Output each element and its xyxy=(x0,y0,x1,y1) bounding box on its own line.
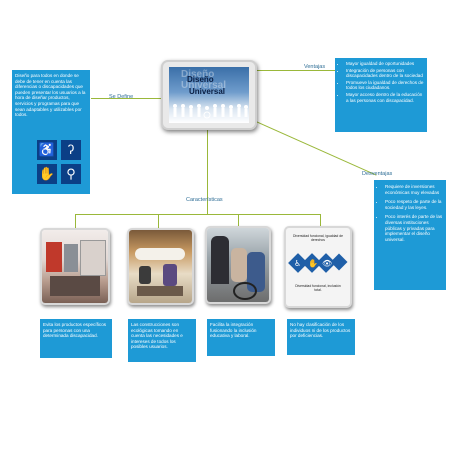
connector-define xyxy=(91,98,161,99)
svg-text:👁: 👁 xyxy=(322,259,332,268)
connector-branch-1 xyxy=(75,214,76,228)
caracteristica-text-4: No hay clasificación de los individuos n… xyxy=(290,322,351,339)
connector-caracteristicas-bar xyxy=(75,214,320,215)
definition-text: Diseño para todos en donde se debe de te… xyxy=(15,73,86,118)
caracteristica-box-1: Evita los productos específicos para per… xyxy=(40,319,112,358)
ventajas-item: Integración de personas con discapacidad… xyxy=(346,68,424,79)
poster-diamond-icons: ♿ ✋ 👁 xyxy=(288,253,348,273)
central-title-line2: Universal xyxy=(189,87,226,96)
ventajas-list: Mayor igualdad de oportunidades Integrac… xyxy=(339,61,424,103)
connector-branch-4 xyxy=(320,214,321,228)
label-se-define: Se Define xyxy=(109,94,134,100)
label-desventajas: Desventajas xyxy=(362,171,393,177)
desventajas-item: Poco respeto de parte de la sociedad y l… xyxy=(385,199,443,210)
ventajas-item: Mayor acceso dentro de la educación a la… xyxy=(346,92,424,103)
svg-text:✋: ✋ xyxy=(308,258,318,268)
caracteristica-box-4: No hay clasificación de los individuos n… xyxy=(287,319,355,355)
connector-branch-3 xyxy=(238,214,239,228)
ventajas-box: Mayor igualdad de oportunidades Integrac… xyxy=(335,58,427,132)
accessibility-icons: ♿ ʔ ✋ ⚲ xyxy=(37,140,81,184)
desventajas-list: Requiere de inversiones económicas muy e… xyxy=(378,184,443,242)
central-title-line1: Diseño xyxy=(187,75,214,84)
connector-ventajas xyxy=(257,70,342,71)
connector-branch-2 xyxy=(158,214,159,228)
label-caracteristicas: Características xyxy=(186,197,223,203)
svg-text:♿: ♿ xyxy=(294,259,301,268)
blind-walking-icon: ⚲ xyxy=(61,164,81,184)
label-ventajas: Ventajas xyxy=(304,64,326,70)
photo-accessible-room xyxy=(127,228,194,305)
ventajas-item: Mayor igualdad de oportunidades xyxy=(346,61,424,67)
poster-top-text: Diversidad funcional, igualdad de derech… xyxy=(293,234,343,242)
connector-caracteristicas-trunk xyxy=(207,130,208,214)
caracteristica-text-1: Evita los productos específicos para per… xyxy=(43,322,107,339)
central-watermark: Diseño Universal xyxy=(181,69,227,91)
central-node: Diseño Universal Diseño Universal xyxy=(161,60,257,130)
caracteristica-box-2: Las construcciones son ecológicas tomand… xyxy=(128,319,196,362)
desventajas-item: Requiere de inversiones económicas muy e… xyxy=(385,184,443,195)
ventajas-item: Promueve la igualdad de derechos de todo… xyxy=(346,80,424,91)
hearing-icon: ʔ xyxy=(61,140,81,160)
central-image: Diseño Universal Diseño Universal xyxy=(169,67,249,123)
caracteristica-text-3: Facilita la integración fusionando la in… xyxy=(210,322,257,339)
desventajas-item: Poco interés de parte de las diversas in… xyxy=(385,214,443,242)
people-silhouettes xyxy=(173,104,248,119)
photo-inclusion-people xyxy=(205,226,271,304)
caracteristica-text-2: Las construcciones son ecológicas tomand… xyxy=(131,322,183,350)
wheelchair-icon: ♿ xyxy=(37,140,57,160)
poster-bottom-text: Diversidad funcional, inclusión total. xyxy=(295,284,341,292)
sign-language-icon: ✋ xyxy=(37,164,57,184)
photo-office-cubicles xyxy=(40,228,110,305)
photo-diversity-poster: Diversidad funcional, igualdad de derech… xyxy=(284,226,352,308)
desventajas-box: Requiere de inversiones económicas muy e… xyxy=(374,180,446,290)
caracteristica-box-3: Facilita la integración fusionando la in… xyxy=(207,319,275,356)
